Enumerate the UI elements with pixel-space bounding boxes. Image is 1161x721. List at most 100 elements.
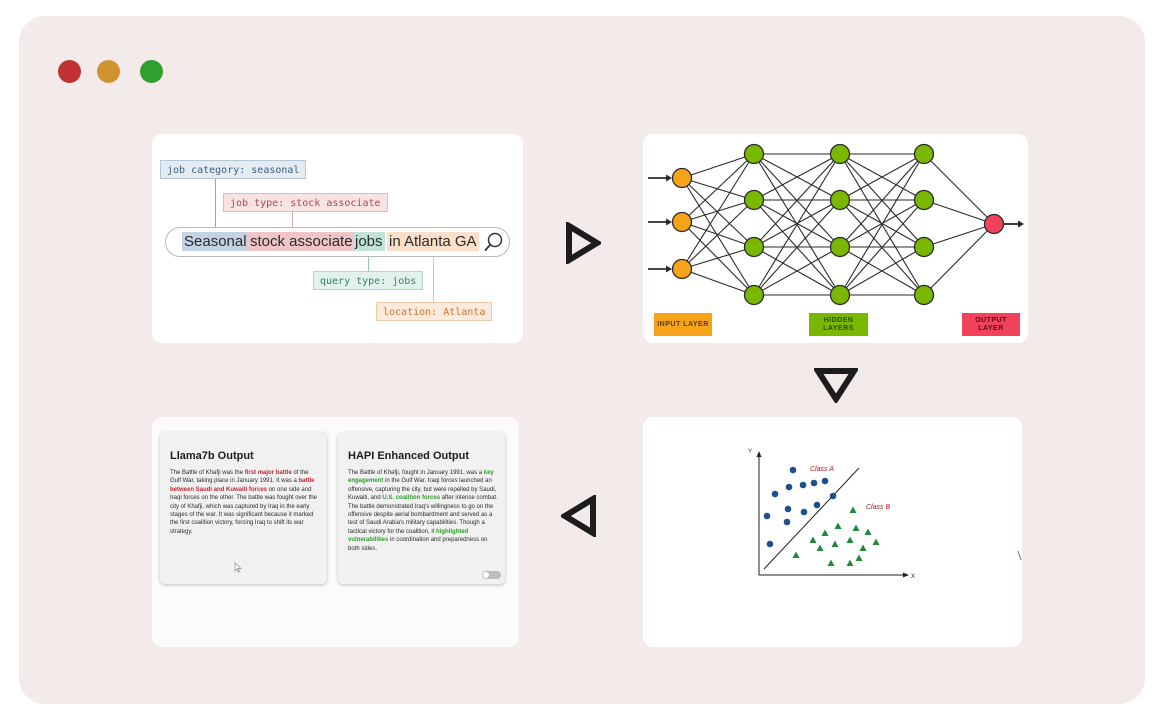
hidden-neuron <box>913 143 935 165</box>
class-a-point <box>785 483 793 491</box>
input-neuron <box>671 211 693 233</box>
highlighted-phrase: first major battle <box>244 470 292 476</box>
text-segment: The Battle of Khafji, fought in January … <box>348 470 484 476</box>
class-a-point <box>784 505 792 513</box>
search-segment-query: jobs <box>353 232 385 251</box>
network-connection <box>839 153 925 248</box>
class-a-point <box>810 479 818 487</box>
input-neuron <box>671 258 693 280</box>
hidden-neuron <box>829 189 851 211</box>
hidden-neuron <box>829 284 851 306</box>
network-connection <box>839 246 925 296</box>
text-segment: of the Gulf War, taking place in January… <box>170 470 309 485</box>
llama-output-text: The Battle of Khafji was the first major… <box>170 469 320 536</box>
x-axis-label: X <box>911 574 915 580</box>
output-layer-label: OUTPUT LAYER <box>962 313 1020 336</box>
class-b-label: Class B <box>866 504 890 511</box>
output-arrow-head <box>1018 220 1024 228</box>
network-connection <box>681 199 755 270</box>
network-connection <box>681 153 755 179</box>
connector-line <box>433 254 434 302</box>
input-neuron <box>671 167 693 189</box>
llama-output-title: Llama7b Output <box>170 450 254 462</box>
class-b-point <box>864 528 872 535</box>
highlighted-phrase: highlighted vulnerabilities <box>348 528 469 544</box>
network-connection <box>753 199 841 296</box>
text-segment: on one side and Iraqi forces on the othe… <box>170 486 317 535</box>
window-maximize-button[interactable] <box>140 60 163 83</box>
input-layer-label: INPUT LAYER <box>654 313 712 336</box>
connector-line <box>292 211 293 228</box>
network-connection <box>681 153 755 223</box>
text-segment: in the Gulf War. Iraqi forces launched a… <box>348 478 497 502</box>
class-a-point <box>813 501 821 509</box>
class-b-point <box>809 536 817 543</box>
network-connection <box>923 223 995 296</box>
network-connection <box>753 246 841 296</box>
hidden-neuron <box>829 236 851 258</box>
toggle-knob <box>483 572 489 578</box>
highlighted-phrase: battle between Saudi and Kuwaiti forces <box>170 478 315 493</box>
class-b-point <box>846 536 854 543</box>
hidden-neuron <box>829 143 851 165</box>
arrow-left-icon <box>561 495 596 537</box>
network-connection <box>923 153 995 225</box>
input-arrow-head <box>666 265 672 273</box>
search-segment-location: in Atlanta GA <box>387 232 479 251</box>
network-connection <box>681 268 755 296</box>
network-connection <box>753 153 841 248</box>
classification-panel <box>643 417 1022 647</box>
class-b-point <box>872 538 880 545</box>
class-b-point <box>834 522 842 529</box>
class-a-point <box>829 492 837 500</box>
class-b-point <box>846 559 854 566</box>
class-b-point <box>859 544 867 551</box>
search-segment-type: stock associate <box>248 232 355 251</box>
class-b-point <box>821 529 829 536</box>
input-arrow-head <box>666 218 672 226</box>
llama-output-card: Llama7b Output The Battle of Khafji was … <box>160 432 327 584</box>
y-axis-label: Y <box>748 449 752 455</box>
hidden-neuron <box>743 143 765 165</box>
class-b-point <box>849 506 857 513</box>
class-a-point <box>771 490 779 498</box>
hidden-neuron <box>913 236 935 258</box>
network-connection <box>681 246 755 270</box>
classification-scatter-plot: X Y Class A Class B <box>748 449 1022 580</box>
window-minimize-button[interactable] <box>97 60 120 83</box>
input-arrow-head <box>666 174 672 182</box>
network-connection <box>681 177 755 201</box>
hidden-neuron <box>913 284 935 306</box>
class-a-point <box>766 540 774 548</box>
connector-line <box>215 178 216 228</box>
class-b-point <box>827 559 835 566</box>
arrow-right-icon <box>566 222 601 264</box>
hidden-neuron <box>743 236 765 258</box>
hidden-neuron <box>743 284 765 306</box>
text-segment: after intense combat. The battle demonst… <box>348 495 498 535</box>
cursor-icon <box>234 562 242 573</box>
text-segment: in coordination and preparedness on both… <box>348 537 488 552</box>
hidden-layers-label: HIDDEN LAYERS <box>809 313 868 336</box>
hapi-output-card: HAPI Enhanced Output The Battle of Khafj… <box>338 432 505 584</box>
hidden-neuron <box>913 189 935 211</box>
hapi-output-title: HAPI Enhanced Output <box>348 450 469 462</box>
search-segment-category: Seasonal <box>182 232 249 251</box>
class-a-point <box>799 481 807 489</box>
network-connection <box>839 199 925 296</box>
class-b-point <box>855 554 863 561</box>
class-a-point <box>800 508 808 516</box>
toggle-switch[interactable] <box>482 571 501 579</box>
search-icon[interactable] <box>483 231 505 253</box>
class-b-point <box>852 524 860 531</box>
window-close-button[interactable] <box>58 60 81 83</box>
connector-line <box>368 254 369 271</box>
output-neuron <box>983 213 1005 235</box>
class-a-point <box>763 512 771 520</box>
network-connection <box>753 153 841 201</box>
class-a-point <box>821 477 829 485</box>
class-b-point <box>792 551 800 558</box>
class-b-point <box>816 544 824 551</box>
class-a-point <box>789 466 797 474</box>
highlighted-phrase: U.S. coalition forces <box>382 495 441 502</box>
